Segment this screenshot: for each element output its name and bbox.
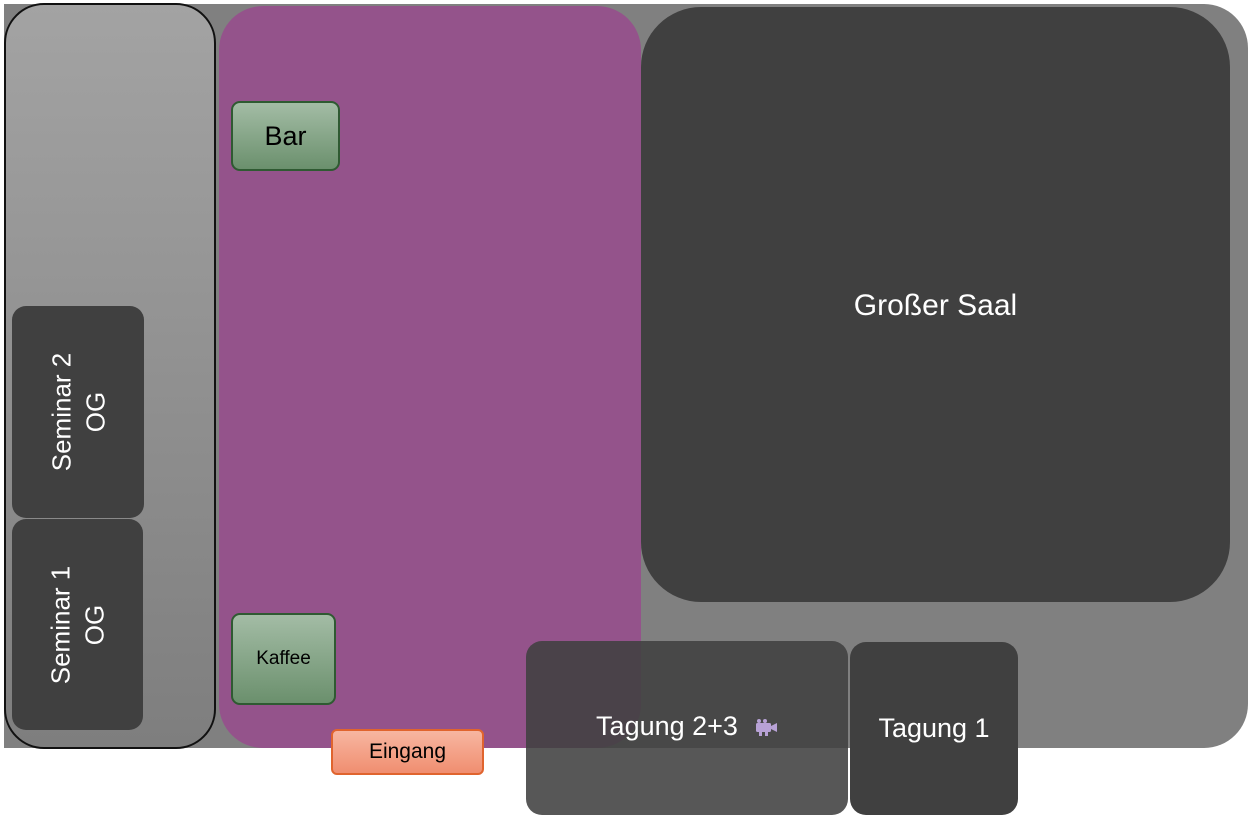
main-hall[interactable]: Großer Saal bbox=[641, 7, 1230, 602]
conference-room-1[interactable]: Tagung 1 bbox=[850, 642, 1018, 815]
seminar-room-1-label: Seminar 1 OG bbox=[45, 565, 110, 684]
coffee-area[interactable]: Kaffee bbox=[231, 613, 336, 705]
main-hall-label: Großer Saal bbox=[853, 289, 1018, 322]
bar-area[interactable]: Bar bbox=[231, 101, 340, 171]
video-camera-icon bbox=[755, 718, 777, 736]
conference-room-2-3-content: Tagung 2+3 bbox=[526, 711, 848, 742]
coffee-label: Kaffee bbox=[256, 648, 311, 669]
bar-label: Bar bbox=[264, 120, 307, 151]
conference-room-2-3-label: Tagung 2+3 bbox=[596, 711, 738, 741]
conference-room-1-label: Tagung 1 bbox=[878, 713, 990, 743]
conference-room-2-3[interactable]: Tagung 2+3 bbox=[526, 641, 848, 815]
seminar-room-2-label: Seminar 2 OG bbox=[46, 352, 110, 472]
entrance-area[interactable]: Eingang bbox=[331, 729, 484, 775]
seminar-room-2[interactable]: Seminar 2 OG bbox=[12, 306, 144, 518]
entrance-label: Eingang bbox=[368, 740, 447, 763]
seminar-room-1[interactable]: Seminar 1 OG bbox=[12, 519, 143, 730]
